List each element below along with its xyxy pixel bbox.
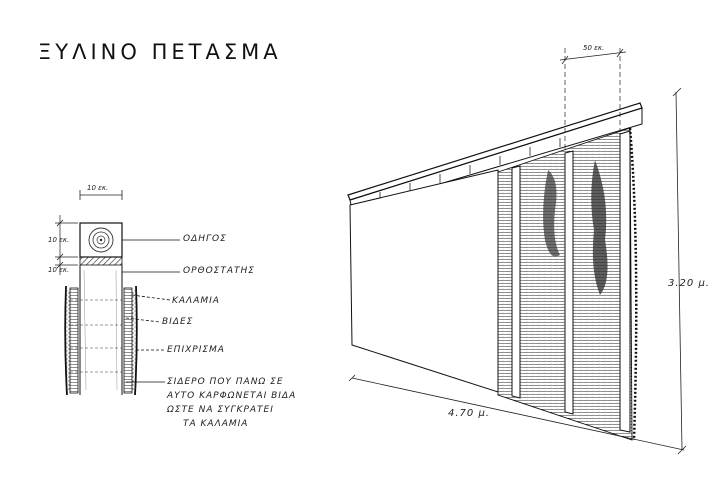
note-line-2: ΑΥΤΟ ΚΑΡΦΩΝΕΤΑΙ ΒΙΔΑ <box>167 391 297 401</box>
label-orthostatis: ΟΡΘΟΣΤΑΤΗΣ <box>183 266 255 276</box>
note-line-1: ΣΙΔΕΡΟ ΠΟΥ ΠΑΝΩ ΣΕ <box>167 377 284 387</box>
label-vides: ΒΙΔΕΣ <box>162 317 194 327</box>
section-detail <box>55 190 180 396</box>
label-epichrisma: ΕΠΙΧΡΙΣΜΑ <box>167 345 225 355</box>
dim-height-label-1: 10 εκ. <box>48 236 70 244</box>
label-odigos: ΟΔΗΓΟΣ <box>183 234 227 244</box>
note-line-3: ΩΣΤΕ ΝΑ ΣΥΓΚΡΑΤΕΙ <box>167 405 274 415</box>
label-kalamia: ΚΑΛΑΜΙΑ <box>172 296 220 306</box>
note-line-4: ΤΑ ΚΑΛΑΜΙΑ <box>183 419 249 429</box>
reed-layer-right <box>123 287 133 394</box>
dim-top-label: 50 εκ. <box>583 44 605 52</box>
dim-width-label: 10 εκ. <box>87 184 109 192</box>
dim-height-label-2: 10 εκ. <box>48 266 70 274</box>
wall-perspective <box>347 48 687 455</box>
dim-length-label: 4.70 μ. <box>448 408 490 419</box>
dim-height-label: 3.20 μ. <box>668 278 710 289</box>
drawing-title: ΞΥΛΙΝΟ ΠΕΤΑΣΜΑ <box>38 40 282 64</box>
plaster-panel <box>349 169 499 393</box>
reed-layer-left <box>69 287 79 394</box>
